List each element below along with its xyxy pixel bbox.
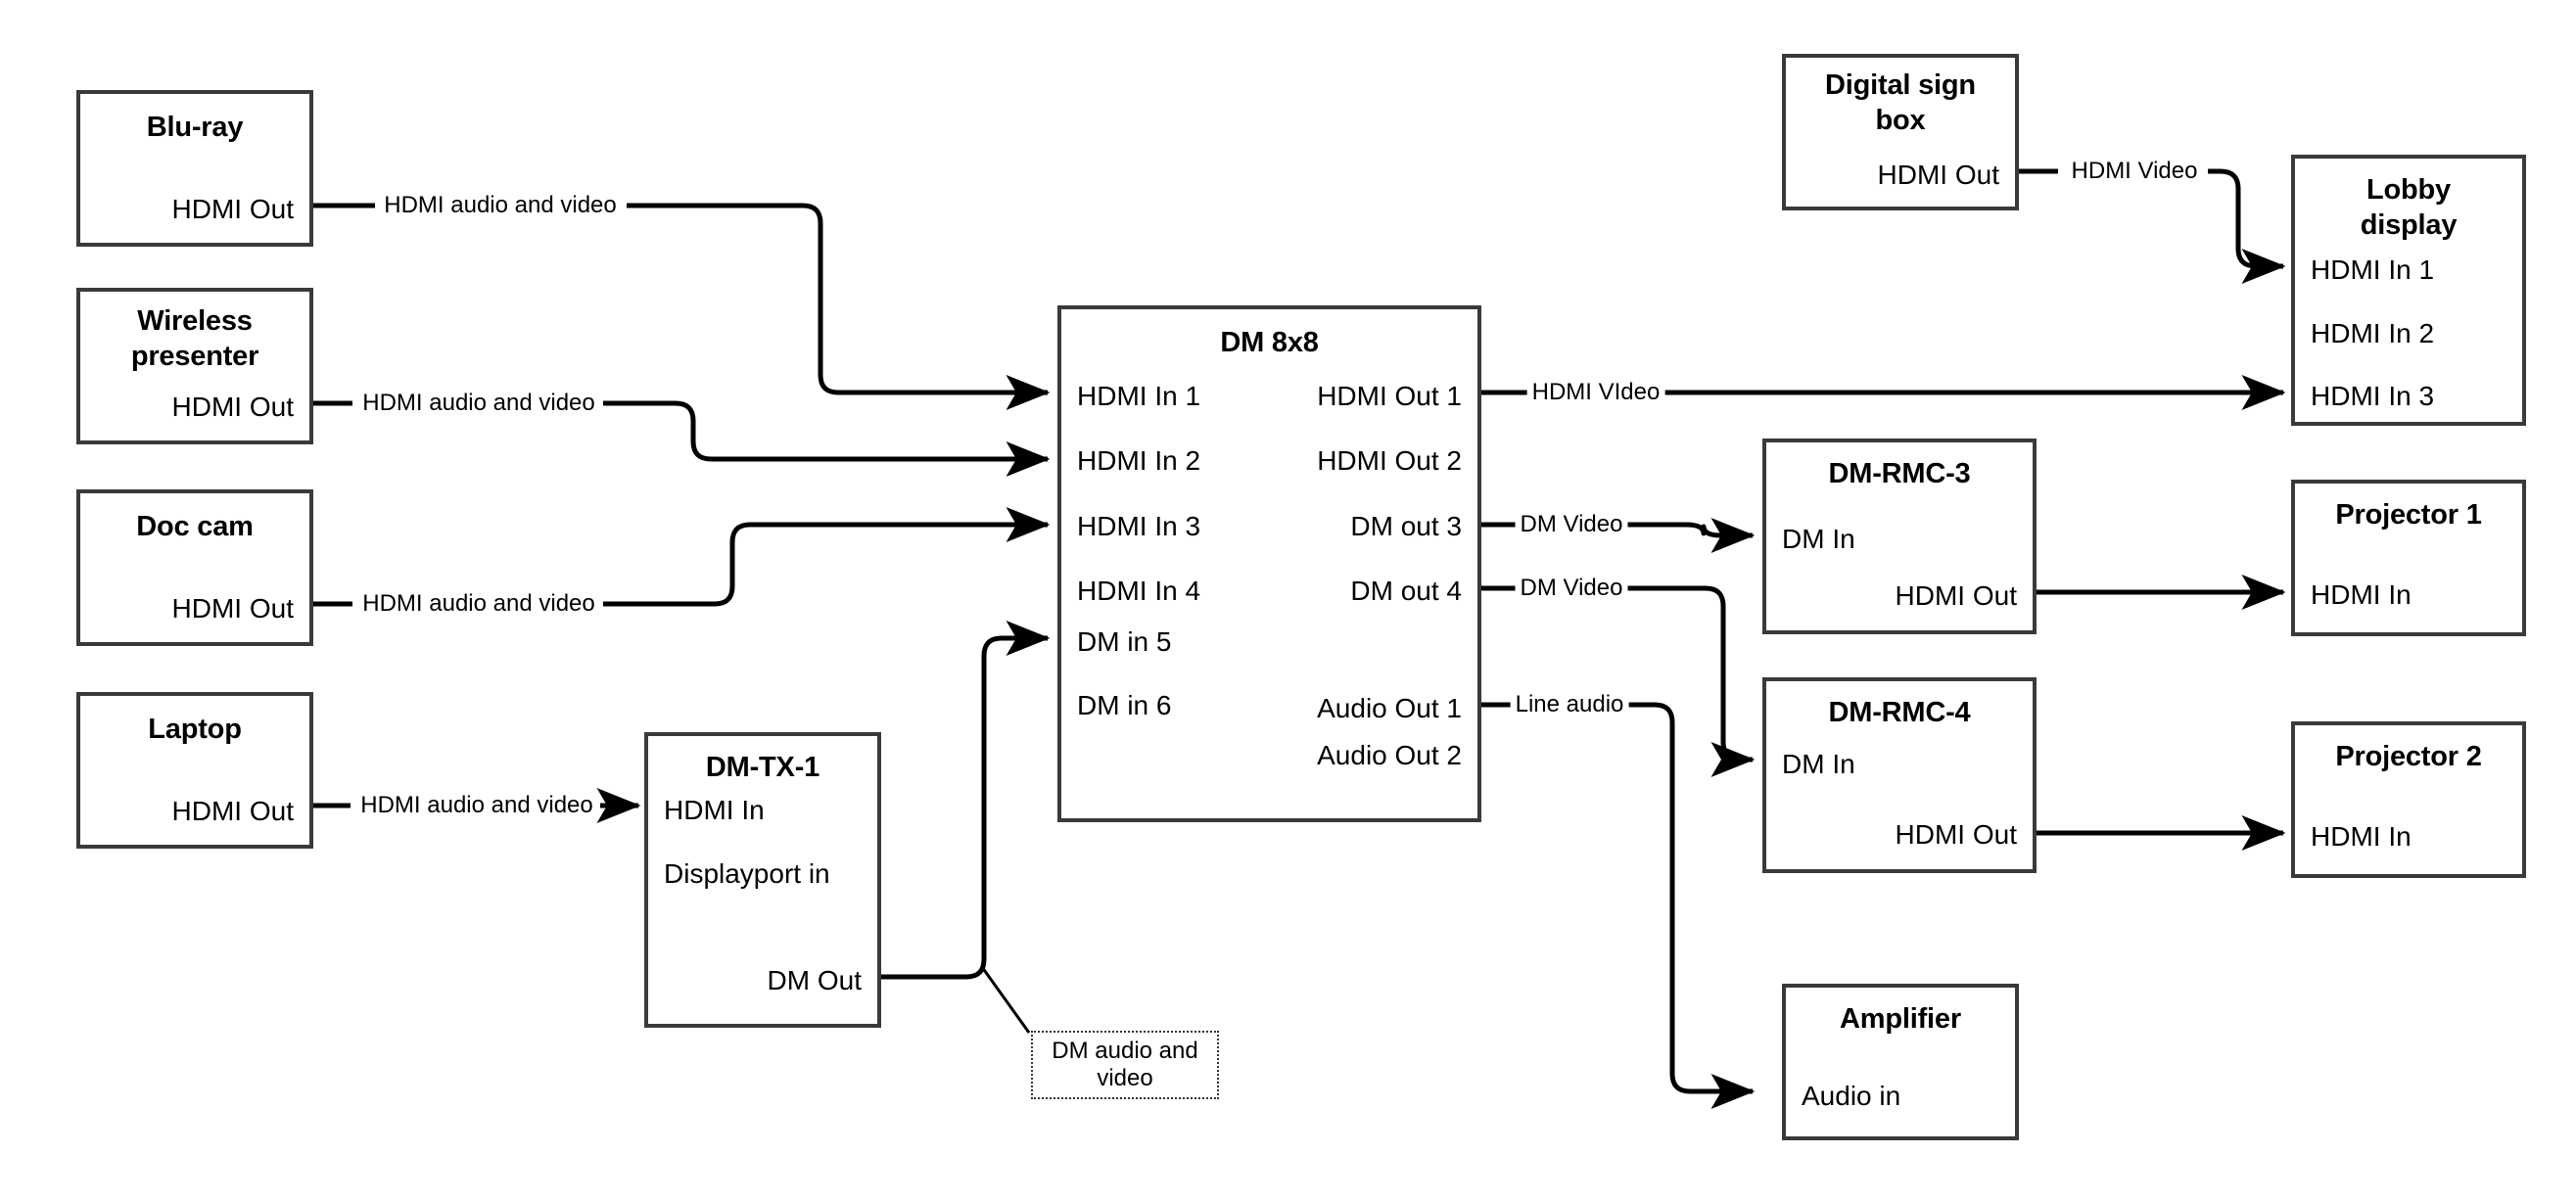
node-dm-rmc-3-title: DM-RMC-3 <box>1828 458 1971 489</box>
node-digital-sign-box-title-line1: Digital sign <box>1825 69 1976 101</box>
node-doc-cam[interactable]: Doc cam HDMI Out <box>76 489 313 646</box>
node-projector-2[interactable]: Projector 2 HDMI In <box>2291 721 2526 878</box>
node-dm-rmc-4[interactable]: DM-RMC-4 DM In HDMI Out <box>1762 677 2037 873</box>
node-lobby-display-port-hdmi-in-3[interactable]: HDMI In 3 <box>2311 381 2435 411</box>
callout-leader-line <box>980 966 1031 1034</box>
wire-label-dm-out4-to-rmc4: DM Video <box>1515 575 1628 602</box>
node-dm-8x8-port-hdmi-in-1[interactable]: HDMI In 1 <box>1077 381 1201 411</box>
node-amplifier-title: Amplifier <box>1840 1003 1961 1035</box>
node-bluray-title: Blu-ray <box>146 112 244 143</box>
node-dm-rmc-4-port-dm-in[interactable]: DM In <box>1782 749 1855 779</box>
node-projector-2-title: Projector 2 <box>2335 741 2482 772</box>
node-dm-tx-1-port-hdmi-in[interactable]: HDMI In <box>664 795 765 825</box>
node-bluray-port-hdmi-out[interactable]: HDMI Out <box>171 194 294 224</box>
node-dm-tx-1-port-displayport-in[interactable]: Displayport in <box>664 858 830 889</box>
wire-dmtx1-to-dm-in5 <box>881 621 1051 980</box>
wire-dm-out3-to-rmc3 <box>1618 518 1756 553</box>
wire-wireless-to-dm-in2 <box>603 400 1051 477</box>
node-dm-tx-1-title: DM-TX-1 <box>705 752 820 783</box>
node-amplifier[interactable]: Amplifier Audio in <box>1782 984 2019 1140</box>
wire-doccam-to-dm-in3 <box>603 507 1051 607</box>
node-projector-1[interactable]: Projector 1 HDMI In <box>2291 480 2526 636</box>
node-projector-1-title: Projector 1 <box>2335 499 2482 531</box>
node-dm-rmc-4-port-hdmi-out[interactable]: HDMI Out <box>1895 819 2017 850</box>
node-bluray[interactable]: Blu-ray HDMI Out <box>76 90 313 247</box>
wire-label-doccam-to-dm: HDMI audio and video <box>357 590 600 618</box>
node-lobby-display[interactable]: Lobby display HDMI In 1 HDMI In 2 HDMI I… <box>2291 155 2526 426</box>
node-dm-8x8-port-dm-out-3[interactable]: DM out 3 <box>1350 511 1462 541</box>
wire-label-wireless-to-dm: HDMI audio and video <box>357 390 600 417</box>
node-doc-cam-title: Doc cam <box>136 511 254 542</box>
wire-bluray-to-dm-in1 <box>627 203 1051 410</box>
node-laptop-title: Laptop <box>148 714 242 745</box>
node-wireless-presenter-title-line2: presenter <box>130 341 259 372</box>
node-digital-sign-box[interactable]: Digital sign box HDMI Out <box>1782 54 2019 210</box>
node-wireless-presenter[interactable]: Wireless presenter HDMI Out <box>76 288 313 444</box>
node-lobby-display-title-line1: Lobby <box>2366 174 2451 206</box>
node-dm-tx-1-port-dm-out[interactable]: DM Out <box>767 965 862 995</box>
node-dm-rmc-3-port-dm-in[interactable]: DM In <box>1782 524 1855 554</box>
node-doc-cam-port-hdmi-out[interactable]: HDMI Out <box>171 593 294 624</box>
node-projector-2-port-hdmi-in[interactable]: HDMI In <box>2311 821 2412 852</box>
node-dm-8x8-port-hdmi-out-2[interactable]: HDMI Out 2 <box>1317 445 1462 476</box>
node-laptop-port-hdmi-out[interactable]: HDMI Out <box>171 796 294 826</box>
node-dm-8x8-port-dm-in-5[interactable]: DM in 5 <box>1077 626 1172 657</box>
node-lobby-display-port-hdmi-in-1[interactable]: HDMI In 1 <box>2311 254 2435 285</box>
node-dm-8x8-port-audio-out-1[interactable]: Audio Out 1 <box>1317 693 1462 723</box>
node-dm-8x8-port-hdmi-out-1[interactable]: HDMI Out 1 <box>1317 381 1462 411</box>
node-dm-8x8-port-audio-out-2[interactable]: Audio Out 2 <box>1317 740 1462 770</box>
wire-dm-aout1-to-amplifier <box>1616 702 1756 1109</box>
wire-dm-out4-to-rmc4 <box>1618 585 1756 777</box>
wire-label-dm-aout1-to-amp: Line audio <box>1510 691 1629 718</box>
node-dm-8x8-title: DM 8x8 <box>1220 327 1319 358</box>
node-dm-rmc-3[interactable]: DM-RMC-3 DM In HDMI Out <box>1762 439 2037 634</box>
node-dm-8x8-port-hdmi-in-3[interactable]: HDMI In 3 <box>1077 511 1201 541</box>
wire-label-dm-out1-to-lobby: HDMI VIdeo <box>1526 379 1665 406</box>
node-dm-8x8[interactable]: DM 8x8 HDMI In 1 HDMI In 2 HDMI In 3 HDM… <box>1057 305 1481 822</box>
node-dm-8x8-port-hdmi-in-4[interactable]: HDMI In 4 <box>1077 576 1201 606</box>
wire-sign-to-lobby-in1 <box>2208 168 2286 284</box>
node-dm-rmc-4-title: DM-RMC-4 <box>1828 697 1971 728</box>
node-amplifier-port-audio-in[interactable]: Audio in <box>1802 1081 1901 1111</box>
node-digital-sign-box-port-hdmi-out[interactable]: HDMI Out <box>1877 160 1999 190</box>
node-dm-8x8-port-dm-out-4[interactable]: DM out 4 <box>1350 576 1462 606</box>
callout-dm-audio-and-video: DM audio and video <box>1031 1031 1219 1099</box>
node-lobby-display-port-hdmi-in-2[interactable]: HDMI In 2 <box>2311 318 2435 348</box>
node-dm-8x8-port-dm-in-6[interactable]: DM in 6 <box>1077 690 1172 720</box>
wire-label-bluray-to-dm: HDMI audio and video <box>379 192 622 219</box>
wire-label-dm-out3-to-rmc3: DM Video <box>1515 511 1628 538</box>
node-lobby-display-title-line2: display <box>2360 209 2458 241</box>
node-dm-rmc-3-port-hdmi-out[interactable]: HDMI Out <box>1895 580 2017 611</box>
wire-label-sign-to-lobby: HDMI Video <box>2066 158 2203 185</box>
node-laptop[interactable]: Laptop HDMI Out <box>76 692 313 849</box>
node-digital-sign-box-title-line2: box <box>1875 105 1926 136</box>
node-projector-1-port-hdmi-in[interactable]: HDMI In <box>2311 579 2412 610</box>
node-wireless-presenter-port-hdmi-out[interactable]: HDMI Out <box>171 392 294 422</box>
node-dm-8x8-port-hdmi-in-2[interactable]: HDMI In 2 <box>1077 445 1201 476</box>
node-wireless-presenter-title-line1: Wireless <box>137 305 253 337</box>
node-dm-tx-1[interactable]: DM-TX-1 HDMI In Displayport in DM Out <box>644 732 881 1028</box>
wire-label-laptop-to-dmtx1: HDMI audio and video <box>355 792 598 819</box>
